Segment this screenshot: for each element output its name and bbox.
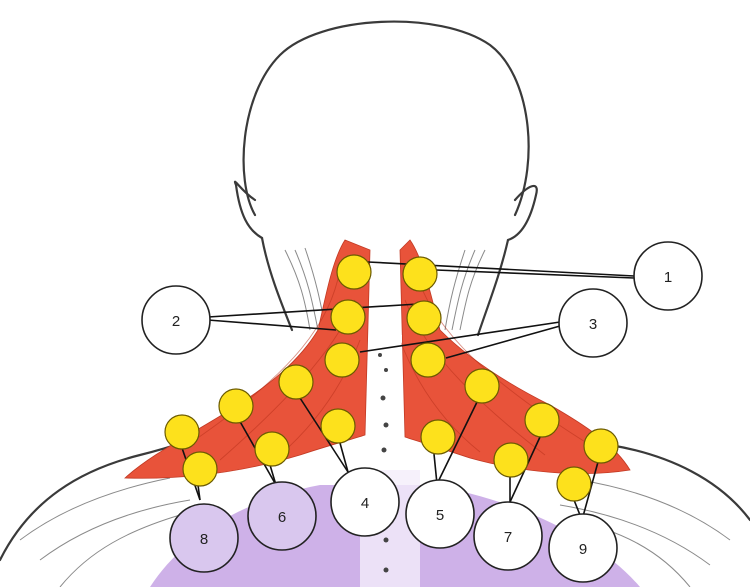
label-2-text: 2	[172, 313, 180, 330]
trigger-point	[183, 452, 217, 486]
label-8-text: 8	[200, 531, 208, 548]
label-3: 3	[559, 289, 627, 357]
label-5-text: 5	[436, 507, 444, 524]
trigger-point	[279, 365, 313, 399]
trigger-point	[165, 415, 199, 449]
label-5: 5	[406, 480, 474, 548]
trigger-point	[325, 343, 359, 377]
label-6: 6	[248, 482, 316, 550]
label-1: 1	[634, 242, 702, 310]
trigger-point	[465, 369, 499, 403]
trigger-point	[407, 301, 441, 335]
head	[235, 22, 537, 335]
trigger-point	[337, 255, 371, 289]
trigger-point	[584, 429, 618, 463]
trigger-point	[403, 257, 437, 291]
trigger-point	[411, 343, 445, 377]
label-3-text: 3	[589, 316, 597, 333]
label-6-text: 6	[278, 509, 286, 526]
neck-strands	[285, 248, 485, 330]
label-7-text: 7	[504, 529, 512, 546]
trigger-point	[255, 432, 289, 466]
trigger-point	[494, 443, 528, 477]
label-1-text: 1	[664, 269, 672, 286]
trigger-point	[557, 467, 591, 501]
trigger-point	[525, 403, 559, 437]
label-9: 9	[549, 514, 617, 582]
label-4-text: 4	[361, 495, 369, 512]
label-8: 8	[170, 504, 238, 572]
trigger-point	[219, 389, 253, 423]
label-2: 2	[142, 286, 210, 354]
trigger-point	[321, 409, 355, 443]
label-7: 7	[474, 502, 542, 570]
label-9-text: 9	[579, 541, 587, 558]
trigger-point	[421, 420, 455, 454]
trigger-point	[331, 300, 365, 334]
label-4: 4	[331, 468, 399, 536]
